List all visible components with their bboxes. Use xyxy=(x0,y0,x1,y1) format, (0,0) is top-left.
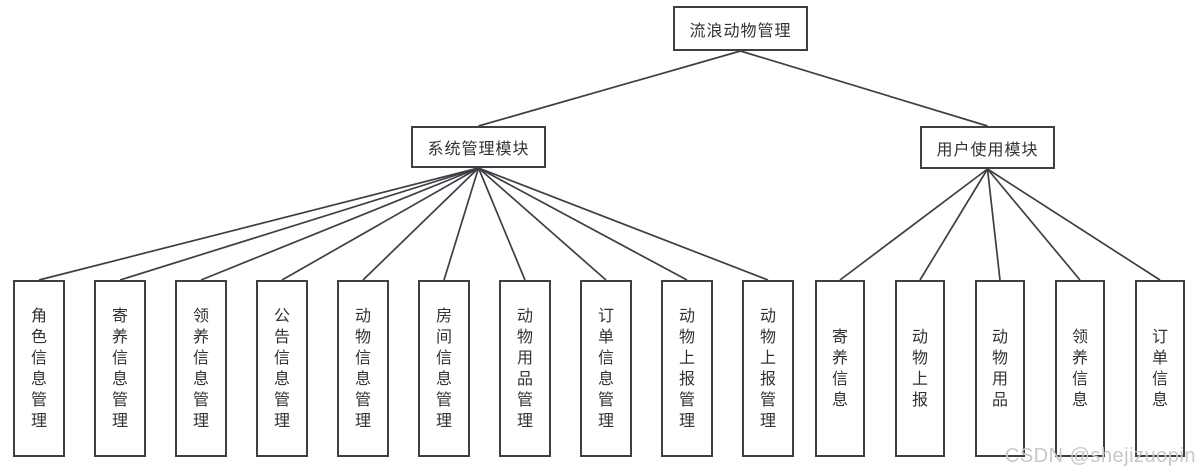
leaf-char: 物 xyxy=(354,328,371,346)
leaf-char: 上 xyxy=(759,349,776,367)
leaf-char: 寄 xyxy=(831,328,848,346)
leaf-node: 角色信息管理 xyxy=(13,280,65,457)
leaf-char: 养 xyxy=(111,328,128,346)
leaf-char: 单 xyxy=(597,328,614,346)
leaf-node: 订单信息管理 xyxy=(580,280,632,457)
leaf-char: 单 xyxy=(1151,349,1168,367)
leaf-char: 息 xyxy=(1151,391,1168,409)
node-user-module: 用户使用模块 xyxy=(920,126,1055,169)
leaf-char: 信 xyxy=(1151,370,1168,388)
leaf-char: 动 xyxy=(759,307,776,325)
leaf-char: 上 xyxy=(678,349,695,367)
leaf-char: 理 xyxy=(516,412,533,430)
leaf-char: 信 xyxy=(273,349,290,367)
leaf-char: 领 xyxy=(192,307,209,325)
leaf-char: 管 xyxy=(111,391,128,409)
leaf-char: 信 xyxy=(597,349,614,367)
leaf-char: 物 xyxy=(678,328,695,346)
leaf-char: 理 xyxy=(30,412,47,430)
leaf-node: 公告信息管理 xyxy=(256,280,308,457)
leaf-node: 动物上报管理 xyxy=(661,280,713,457)
leaf-node: 动物用品 xyxy=(975,280,1025,457)
leaf-char: 理 xyxy=(435,412,452,430)
leaf-char: 理 xyxy=(759,412,776,430)
leaf-char: 报 xyxy=(678,370,695,388)
leaf-char: 息 xyxy=(831,391,848,409)
leaf-char: 息 xyxy=(111,370,128,388)
leaf-char: 管 xyxy=(678,391,695,409)
leaf-char: 息 xyxy=(354,370,371,388)
leaf-char: 信 xyxy=(30,349,47,367)
leaf-node: 领养信息管理 xyxy=(175,280,227,457)
leaf-char: 用 xyxy=(516,349,533,367)
leaf-char: 寄 xyxy=(111,307,128,325)
leaf-char: 间 xyxy=(435,328,452,346)
leaf-char: 动 xyxy=(991,328,1008,346)
leaf-char: 动 xyxy=(911,328,928,346)
leaf-char: 物 xyxy=(759,328,776,346)
leaf-char: 动 xyxy=(678,307,695,325)
leaf-char: 理 xyxy=(354,412,371,430)
leaf-char: 理 xyxy=(192,412,209,430)
leaf-char: 息 xyxy=(192,370,209,388)
leaf-char: 理 xyxy=(111,412,128,430)
leaf-char: 管 xyxy=(192,391,209,409)
leaf-char: 管 xyxy=(273,391,290,409)
leaf-char: 管 xyxy=(516,391,533,409)
leaf-node: 寄养信息 xyxy=(815,280,865,457)
leaf-node: 领养信息 xyxy=(1055,280,1105,457)
leaf-char: 告 xyxy=(273,328,290,346)
leaf-char: 动 xyxy=(516,307,533,325)
leaf-char: 息 xyxy=(273,370,290,388)
leaf-char: 房 xyxy=(435,307,452,325)
leaf-char: 品 xyxy=(991,391,1008,409)
leaf-char: 订 xyxy=(597,307,614,325)
leaf-char: 报 xyxy=(759,370,776,388)
leaf-char: 信 xyxy=(354,349,371,367)
leaf-node: 动物信息管理 xyxy=(337,280,389,457)
leaf-char: 息 xyxy=(597,370,614,388)
leaf-char: 养 xyxy=(192,328,209,346)
leaf-char: 角 xyxy=(30,307,47,325)
leaf-char: 理 xyxy=(597,412,614,430)
leaf-char: 管 xyxy=(354,391,371,409)
leaf-char: 信 xyxy=(831,370,848,388)
leaf-char: 动 xyxy=(354,307,371,325)
leaf-char: 信 xyxy=(192,349,209,367)
leaf-char: 报 xyxy=(911,391,928,409)
leaf-node: 寄养信息管理 xyxy=(94,280,146,457)
leaf-char: 养 xyxy=(831,349,848,367)
leaf-char: 订 xyxy=(1151,328,1168,346)
leaf-char: 领 xyxy=(1071,328,1088,346)
node-root: 流浪动物管理 xyxy=(673,6,808,51)
leaf-char: 公 xyxy=(273,307,290,325)
leaf-char: 用 xyxy=(991,370,1008,388)
leaf-char: 管 xyxy=(435,391,452,409)
leaf-char: 管 xyxy=(597,391,614,409)
leaf-char: 物 xyxy=(991,349,1008,367)
node-system-module: 系统管理模块 xyxy=(411,126,546,168)
leaf-char: 息 xyxy=(1071,391,1088,409)
leaf-char: 物 xyxy=(516,328,533,346)
leaf-char: 理 xyxy=(273,412,290,430)
leaf-char: 管 xyxy=(759,391,776,409)
leaf-char: 信 xyxy=(1071,370,1088,388)
leaf-node: 房间信息管理 xyxy=(418,280,470,457)
leaf-char: 管 xyxy=(30,391,47,409)
leaf-char: 息 xyxy=(435,370,452,388)
leaf-char: 品 xyxy=(516,370,533,388)
leaf-char: 信 xyxy=(435,349,452,367)
leaf-char: 养 xyxy=(1071,349,1088,367)
leaf-node: 动物上报管理 xyxy=(742,280,794,457)
leaf-node: 订单信息 xyxy=(1135,280,1185,457)
leaf-node: 动物上报 xyxy=(895,280,945,457)
leaf-node: 动物用品管理 xyxy=(499,280,551,457)
leaf-char: 物 xyxy=(911,349,928,367)
leaf-char: 色 xyxy=(30,328,47,346)
leaf-char: 息 xyxy=(30,370,47,388)
leaf-char: 信 xyxy=(111,349,128,367)
leaf-char: 理 xyxy=(678,412,695,430)
leaf-char: 上 xyxy=(911,370,928,388)
